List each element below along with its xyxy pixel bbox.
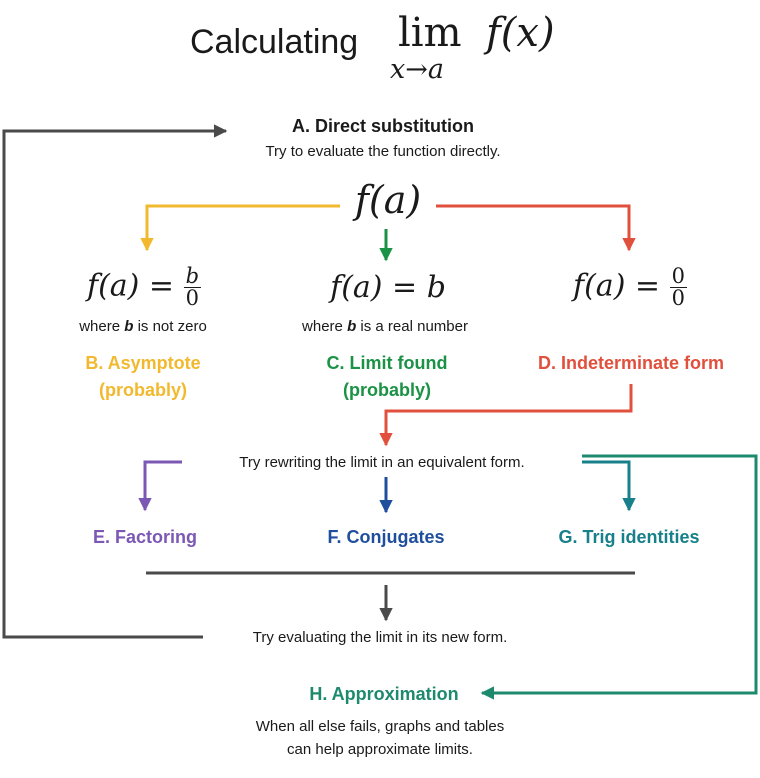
rewrite-instruction: Try rewriting the limit in an equivalent… xyxy=(239,454,525,471)
asymptote-label: B. Asymptote (probably) xyxy=(85,350,200,404)
limit-found-label: C. Limit found (probably) xyxy=(327,350,448,404)
arrow-indeterminate-to-rewrite xyxy=(379,384,633,447)
title-lim-subscript: x→a xyxy=(390,54,444,85)
arrow-to-approximation xyxy=(480,454,758,700)
asymptote-denominator: 0 xyxy=(185,286,199,310)
limit-found-condition: where b is a real number xyxy=(302,318,468,335)
approximation-desc: When all else fails, graphs and tables c… xyxy=(256,715,504,761)
indeterminate-fraction: 0 0 xyxy=(669,264,687,310)
approximation-desc-line1: When all else fails, graphs and tables xyxy=(255,718,505,735)
arrow-to-asymptote xyxy=(140,204,340,252)
direct-substitution-desc: Try to evaluate the function directly. xyxy=(265,143,501,160)
trig-identities-label: G. Trig identities xyxy=(558,527,700,547)
arrow-to-trig xyxy=(582,460,636,512)
title-function: f(x) xyxy=(486,10,555,56)
asymptote-expression: f(a) = b 0 xyxy=(86,264,202,310)
limit-found-condition-var: b xyxy=(347,318,357,335)
indeterminate-denominator: 0 xyxy=(671,286,685,310)
limit-found-condition-pre: where xyxy=(302,318,348,335)
approximation-heading: H. Approximation xyxy=(309,684,459,704)
asymptote-fraction: b 0 xyxy=(183,264,202,310)
factoring-label: E. Factoring xyxy=(92,527,198,547)
new-form-instruction: Try evaluating the limit in its new form… xyxy=(252,629,508,646)
direct-substitution-heading: A. Direct substitution xyxy=(291,116,475,136)
indeterminate-label: D. Indeterminate form xyxy=(537,353,725,373)
page-title: Calculating lim x→a f(x) xyxy=(190,10,590,85)
approximation-desc-line2: can help approximate limits. xyxy=(287,741,473,758)
loop-back-arrow xyxy=(2,124,228,639)
indeterminate-expression: f(a) = 0 0 xyxy=(573,266,687,309)
asymptote-condition-var: b xyxy=(124,318,134,335)
limit-found-label-line2: (probably) xyxy=(342,380,431,400)
limit-found-label-line1: C. Limit found xyxy=(326,353,448,373)
asymptote-condition-post: is not zero xyxy=(133,318,207,335)
title-text: Calculating xyxy=(190,23,359,61)
conjugates-label: F. Conjugates xyxy=(327,527,445,547)
asymptote-condition-pre: where xyxy=(79,318,125,335)
title-lim: lim xyxy=(398,10,462,56)
indeterminate-numerator: 0 xyxy=(669,264,687,288)
indeterminate-lhs: f(a) = xyxy=(573,268,661,304)
asymptote-lhs: f(a) = xyxy=(86,268,175,304)
asymptote-label-line2: (probably) xyxy=(98,380,187,400)
arrow-to-factoring xyxy=(138,460,182,512)
limit-found-condition-post: is a real number xyxy=(356,318,468,335)
fa-expression: f(a) xyxy=(354,178,422,222)
asymptote-label-line1: B. Asymptote xyxy=(85,353,201,373)
arrow-to-indeterminate xyxy=(436,204,636,252)
limit-found-expression: f(a) = b xyxy=(330,270,446,305)
asymptote-condition: where b is not zero xyxy=(79,318,207,335)
asymptote-numerator: b xyxy=(183,264,202,288)
